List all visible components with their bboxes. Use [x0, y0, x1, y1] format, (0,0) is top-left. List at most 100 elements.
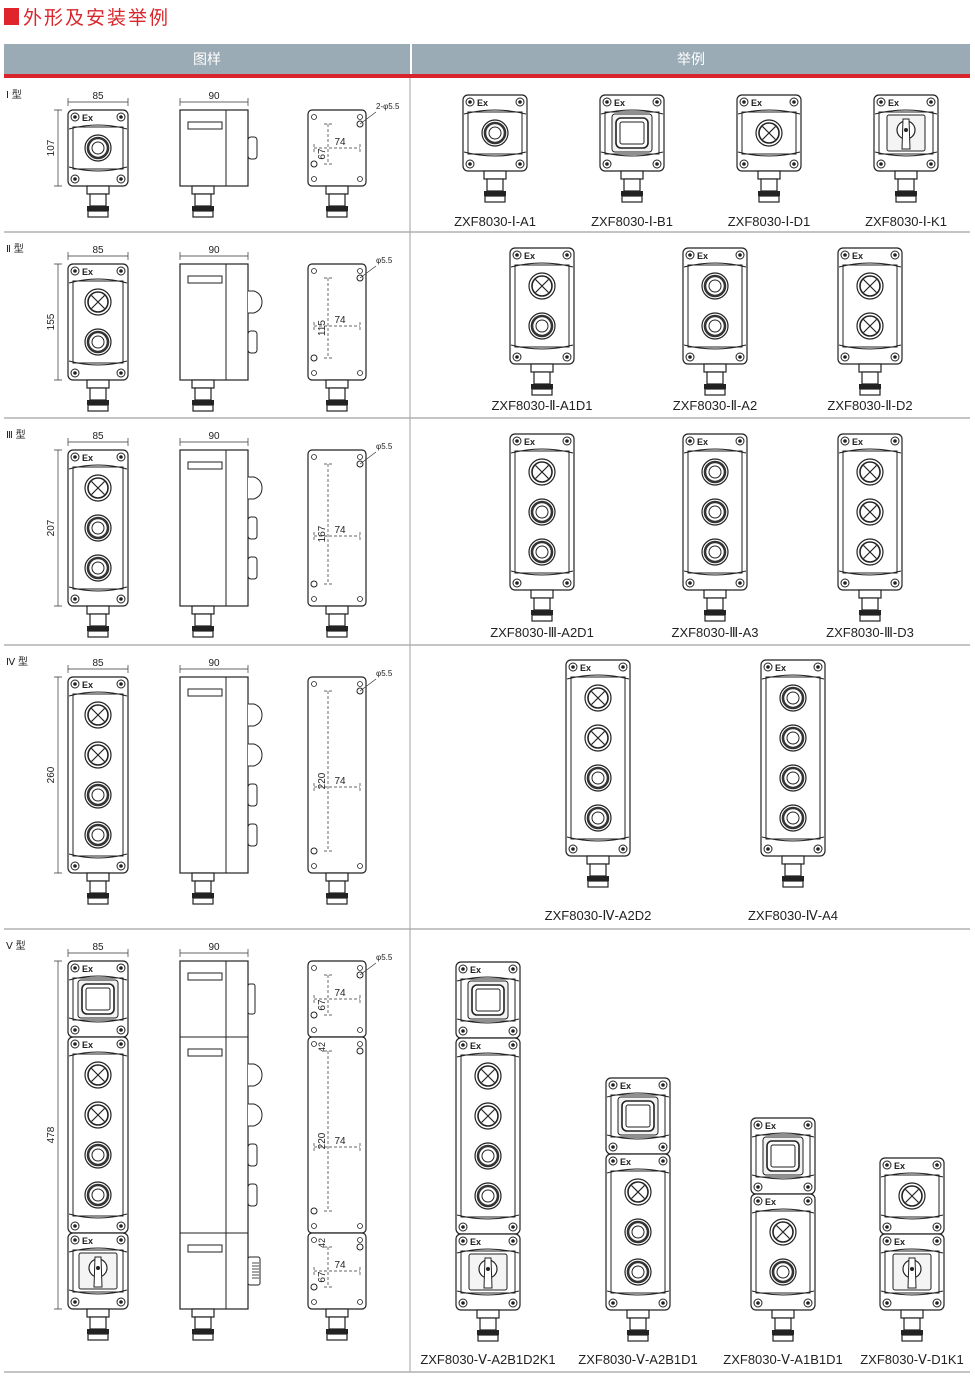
- top-offset-dimension: 42: [317, 1238, 327, 1248]
- ex-mark: Ex: [477, 98, 488, 108]
- model-label: ZXF8030-Ⅳ-A4: [748, 908, 838, 923]
- push-button-icon: [84, 514, 112, 542]
- cable-gland: [86, 185, 110, 218]
- width-dimension: 85: [92, 245, 104, 256]
- push-button-icon: [84, 1181, 112, 1209]
- height-dimension: 155: [46, 313, 57, 330]
- indicator-lamp-icon: [528, 458, 556, 486]
- push-button-icon: [701, 312, 729, 340]
- front-module: Ex: [67, 960, 129, 1038]
- side-view: 90: [179, 658, 263, 905]
- examples: ExExExZXF8030-Ⅴ-A2B1D2K1ExExZXF8030-Ⅴ-A2…: [420, 961, 964, 1367]
- height-dimension: 260: [46, 766, 57, 783]
- mount-height-dimension: 220: [317, 772, 328, 789]
- cable-gland: [476, 1309, 500, 1342]
- model-label: ZXF8030-Ⅳ-A2D2: [545, 908, 652, 923]
- cable-gland: [86, 1308, 110, 1341]
- push-button-icon: [84, 781, 112, 809]
- cable-gland: [703, 589, 727, 622]
- example-module: Ex: [760, 659, 826, 857]
- header-drawings: 图样: [4, 44, 412, 74]
- depth-dimension: 90: [208, 431, 220, 442]
- depth-dimension: 90: [208, 658, 220, 669]
- hole-diameter-label: φ5.5: [376, 442, 393, 451]
- mount-width-dimension: 74: [334, 1136, 346, 1147]
- cable-gland: [325, 379, 349, 412]
- push-button-icon: [779, 764, 807, 792]
- example-module: Ex: [879, 1157, 945, 1235]
- model-label: ZXF8030-Ⅱ-A2: [673, 398, 757, 413]
- top-offset-dimension: 42: [317, 1042, 327, 1052]
- indicator-lamp-icon: [84, 1101, 112, 1129]
- model-label: ZXF8030-Ⅴ-A1B1D1: [723, 1352, 842, 1367]
- front-module: Ex: [67, 1232, 129, 1310]
- push-button-icon: [84, 821, 112, 849]
- indicator-lamp-icon: [474, 1062, 502, 1090]
- indicator-lamp-icon: [856, 458, 884, 486]
- model-label: ZXF8030-Ⅰ-A1: [454, 214, 536, 229]
- mount-width-dimension: 74: [334, 315, 346, 326]
- cable-gland: [703, 363, 727, 396]
- indicator-lamp-icon: [584, 724, 612, 752]
- mount-height-dimension: 167: [317, 525, 328, 542]
- ex-mark: Ex: [775, 663, 786, 673]
- ex-mark: Ex: [82, 267, 93, 277]
- ex-mark: Ex: [82, 1236, 93, 1246]
- row-type-label: Ⅱ 型: [6, 242, 24, 255]
- examples: ExZXF8030-Ⅰ-A1ExZXF8030-Ⅰ-B1ExZXF8030-Ⅰ-…: [454, 94, 947, 229]
- example-module: Ex: [509, 247, 575, 365]
- square-indicator-icon: [467, 980, 509, 1020]
- example-module: Ex: [599, 94, 665, 172]
- ex-mark: Ex: [82, 680, 93, 690]
- selector-switch-icon: [886, 114, 926, 152]
- ex-mark: Ex: [765, 1197, 776, 1207]
- indicator-lamp-icon: [528, 272, 556, 300]
- example-module: Ex: [837, 433, 903, 591]
- ex-mark: Ex: [765, 1121, 776, 1131]
- front-module: Ex: [67, 676, 129, 874]
- cable-gland: [483, 170, 507, 203]
- cable-gland: [86, 379, 110, 412]
- ex-mark: Ex: [894, 1161, 905, 1171]
- model-label: ZXF8030-Ⅲ-A3: [672, 625, 759, 640]
- width-dimension: 85: [92, 91, 104, 102]
- example-module: Ex: [879, 1233, 945, 1311]
- push-button-icon: [474, 1182, 502, 1210]
- selector-switch-icon: [78, 1252, 118, 1290]
- indicator-lamp-icon: [755, 119, 783, 147]
- mount-height-dimension: 67: [317, 148, 328, 160]
- section-title: 外形及安装举例: [4, 3, 170, 30]
- indicator-lamp-icon: [856, 272, 884, 300]
- height-dimension: 478: [46, 1126, 57, 1143]
- side-view: 90: [179, 431, 263, 638]
- selector-switch-icon: [468, 1253, 508, 1291]
- row-type-label: Ⅴ 型: [6, 939, 26, 952]
- ex-mark: Ex: [82, 113, 93, 123]
- cable-gland: [191, 185, 215, 218]
- push-button-icon: [701, 538, 729, 566]
- red-square-icon: [4, 8, 19, 25]
- example-module: Ex: [682, 247, 748, 365]
- header-examples: 举例: [677, 52, 705, 68]
- ex-mark: Ex: [751, 98, 762, 108]
- ex-mark: Ex: [470, 965, 481, 975]
- square-indicator-icon: [77, 979, 119, 1019]
- row-type-label: Ⅲ 型: [6, 428, 26, 441]
- example-module: Ex: [750, 1193, 816, 1311]
- indicator-lamp-icon: [84, 288, 112, 316]
- cable-gland: [191, 872, 215, 905]
- indicator-lamp-icon: [584, 684, 612, 712]
- height-dimension: 207: [46, 519, 57, 536]
